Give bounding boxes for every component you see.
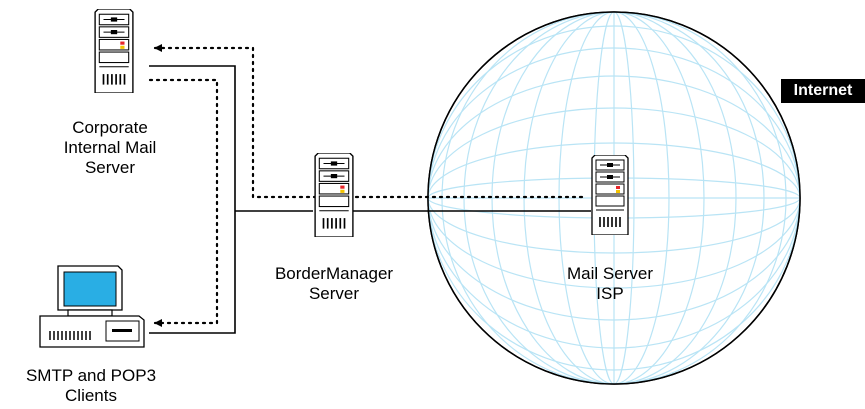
internet-tag: Internet: [781, 79, 865, 103]
corporate-server-label-line-2: Internal Mail: [63, 138, 157, 157]
clients-label: SMTP and POP3 Clients: [0, 366, 182, 406]
solid-connections: [149, 65, 591, 334]
mail-flows: [148, 44, 584, 327]
clients-label-line-1: SMTP and POP3: [25, 366, 157, 385]
flow-corporate-to-clients: [148, 78, 219, 327]
isp-server-label: Mail Server ISP: [540, 264, 680, 304]
bordermanager-label-line-1: BorderManager: [274, 264, 394, 283]
bordermanager-label: BorderManager Server: [249, 264, 419, 304]
bordermanager-label-line-2: Server: [308, 284, 360, 303]
corporate-mail-server-icon: [94, 9, 134, 93]
corporate-server-label: Corporate Internal Mail Server: [50, 118, 170, 178]
corporate-server-label-line-1: Corporate: [72, 118, 148, 137]
clients-label-line-2: Clients: [65, 386, 117, 405]
flow-isp-to-corporate: [153, 44, 584, 199]
isp-server-label-line-1: Mail Server: [567, 264, 653, 283]
link-corporate-bus: [149, 65, 236, 334]
workstation-icon: [39, 265, 145, 348]
isp-server-label-line-2: ISP: [596, 284, 624, 303]
isp-mail-server-icon: [591, 155, 629, 235]
bordermanager-server-icon: [314, 153, 354, 237]
corporate-server-label-line-3: Server: [84, 158, 136, 177]
